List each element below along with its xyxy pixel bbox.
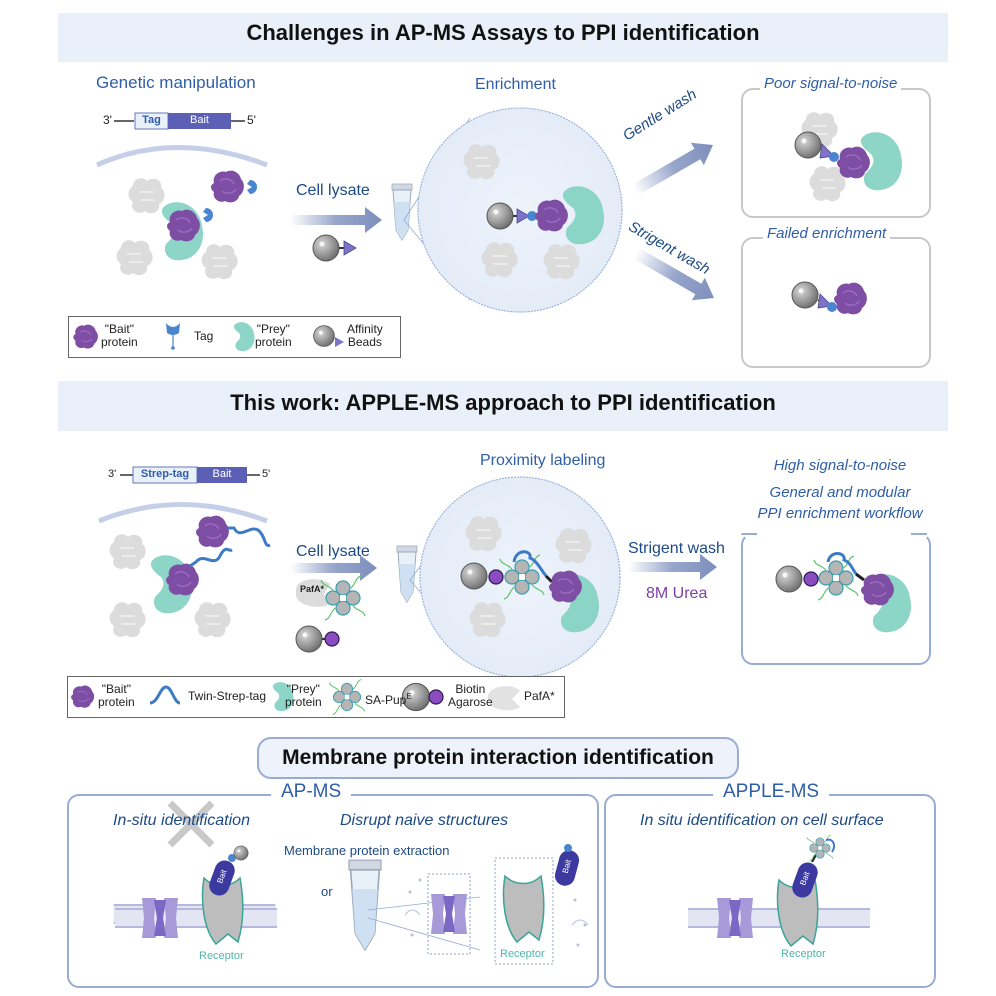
legend-item-prey: "Prey" protein	[285, 682, 322, 709]
section1-banner: Challenges in AP-MS Assays to PPI identi…	[58, 13, 948, 62]
receptor-label: Receptor	[781, 948, 826, 960]
legend-item-prey: "Prey" protein	[255, 322, 292, 349]
background-protein-icon	[108, 601, 147, 639]
background-protein-icon	[127, 177, 166, 215]
construct-strep-tag-label: Strep-tag	[140, 468, 190, 480]
stringent-wash-label: Strigent wash	[628, 540, 725, 557]
construct-3prime: 3'	[103, 113, 112, 127]
legend-section1: "Bait" protein Tag "Prey" protein Affini…	[68, 316, 401, 358]
prey-protein-icon	[233, 322, 255, 352]
pafa-label: PafA*	[300, 584, 325, 594]
outcome-workflow-label: PPI enrichment workflow	[757, 505, 923, 522]
twin-strep-tag-icon	[189, 547, 233, 568]
genetic-manipulation-label: Genetic manipulation	[96, 73, 256, 92]
section2-art	[98, 466, 912, 678]
bait-segment	[197, 467, 247, 483]
section3-art	[112, 800, 870, 965]
cell-lysate-label: Cell lysate	[296, 543, 370, 560]
construct-tag-label: Tag	[142, 114, 161, 126]
tag-icon	[203, 208, 213, 222]
pafa-icon	[488, 686, 520, 711]
applems-insitu-label: In situ identification on cell surface	[640, 812, 884, 829]
tag-icon	[166, 323, 180, 350]
affinity-bead-icon	[312, 234, 340, 262]
urea-label: 8M Urea	[646, 585, 708, 602]
bait-protein-icon	[165, 562, 200, 597]
cell-membrane-arc	[95, 145, 268, 168]
legend-item-sa-pup: SA-PupE	[365, 692, 412, 707]
legend-icons	[72, 322, 344, 352]
gentle-wash-arrow	[632, 142, 713, 196]
bait-protein-icon	[210, 169, 245, 204]
twin-strep-tag-icon	[149, 685, 181, 705]
legend-section2: "Bait" protein Twin-Strep-tag "Prey" pro…	[67, 676, 565, 718]
construct-5prime: 5'	[247, 113, 256, 127]
apms-title: AP-MS	[271, 781, 352, 803]
receptor-label: Receptor	[500, 948, 545, 960]
construct-bait-label: Bait	[190, 114, 209, 126]
extracted-receptor-box	[494, 857, 554, 965]
background-protein-icon	[200, 243, 239, 281]
receptor-label: Receptor	[199, 950, 244, 962]
detergent-micelles	[404, 878, 589, 947]
biotin-agarose-icon	[295, 625, 323, 653]
legend-item-tag: Tag	[194, 329, 214, 343]
cell-membrane-arc	[98, 502, 268, 524]
legend-item-twin-strep-tag: Twin-Strep-tag	[188, 689, 267, 703]
stringent-wash-arrow	[628, 554, 717, 580]
outcome-poor-snr-box	[741, 88, 931, 218]
biotin-agarose-icon	[460, 562, 488, 590]
background-protein-icon	[193, 601, 232, 639]
construct-3prime: 3'	[108, 468, 117, 480]
apms-disrupt-label: Disrupt naive structures	[340, 812, 509, 829]
legend-icons	[70, 678, 520, 716]
twin-strep-tag-icon	[228, 526, 271, 547]
affinity-bead-icon	[486, 202, 514, 230]
outcome-general-label: General and modular	[769, 484, 911, 501]
affinity-beads-icon	[313, 325, 335, 347]
tag-icon	[247, 180, 257, 194]
section2-title: This work: APPLE-MS approach to PPI iden…	[230, 390, 776, 415]
cross-icon	[167, 800, 215, 848]
section1-title: Challenges in AP-MS Assays to PPI identi…	[246, 20, 760, 45]
outcome-poor-snr-label: Poor signal-to-noise	[760, 75, 902, 92]
outcome-failed-box	[741, 237, 931, 368]
bait-segment	[168, 113, 231, 129]
background-protein-icon	[115, 239, 154, 277]
cell-lysate-label: Cell lysate	[296, 182, 370, 199]
construct-bait-label: Bait	[212, 468, 232, 480]
apms-insitu-label: In-situ identification	[113, 812, 250, 829]
section3-banner: Membrane protein interaction identificat…	[257, 737, 739, 779]
membrane-extraction-label: Membrane protein extraction	[284, 843, 450, 858]
section3-title: Membrane protein interaction identificat…	[282, 746, 714, 769]
outcome-box-section2	[741, 533, 931, 665]
outcome-high-snr-label: High signal-to-noise	[773, 457, 907, 474]
bait-protein-icon	[70, 684, 95, 709]
applems-title: APPLE-MS	[713, 781, 830, 803]
enrichment-label: Enrichment	[475, 76, 556, 93]
legend-item-pafa: PafA*	[524, 689, 555, 703]
proximity-labeling-label: Proximity labeling	[480, 452, 606, 469]
legend-item-affinity-beads: Affinity Beads	[347, 322, 383, 349]
legend-item-bait: "Bait" protein	[98, 682, 135, 709]
cell-lysate-arrow	[290, 207, 382, 233]
section2-banner: This work: APPLE-MS approach to PPI iden…	[58, 381, 948, 431]
outcome-failed-label: Failed enrichment	[763, 225, 891, 242]
construct-5prime: 5'	[262, 468, 271, 480]
bait-protein-icon	[195, 514, 230, 549]
section1-art	[95, 107, 903, 316]
cell-lysate-arrow	[290, 555, 377, 581]
legend-item-biotin-agarose: Biotin Agarose	[448, 682, 493, 709]
stringent-wash-arrow	[633, 247, 714, 301]
bait-protein-icon	[72, 324, 99, 350]
background-protein-icon	[108, 533, 147, 571]
or-label: or	[321, 884, 333, 899]
legend-item-bait: "Bait" protein	[101, 322, 138, 349]
pafa-icon	[296, 579, 330, 607]
extracted-channel-box	[427, 873, 471, 955]
sa-pup-icon	[328, 678, 366, 716]
